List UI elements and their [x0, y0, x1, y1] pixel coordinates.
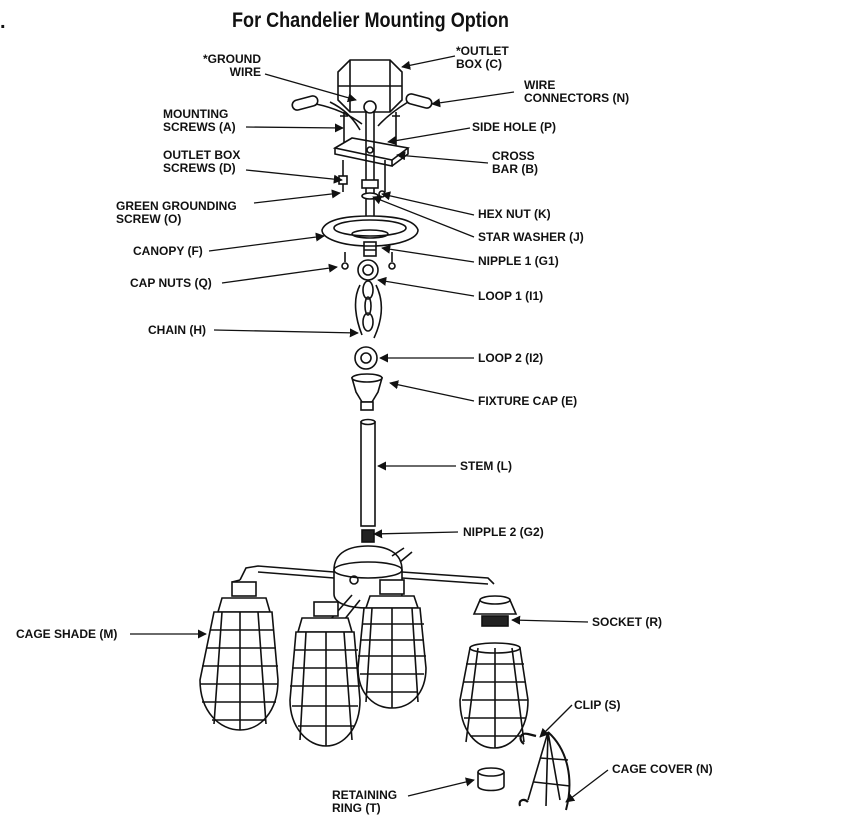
label-cage-cover: CAGE COVER (N)	[612, 762, 713, 776]
hex-nut-part	[361, 112, 379, 220]
bullet-mark: .	[0, 11, 6, 33]
wire-connectors-part	[291, 93, 433, 131]
outlet-box-part	[337, 59, 403, 114]
cap-nuts-part	[341, 252, 396, 270]
label-side-hole: SIDE HOLE (P)	[472, 120, 557, 134]
label-loop-2: LOOP 2 (I2)	[478, 351, 544, 365]
label-nipple-2: NIPPLE 2 (G2)	[463, 525, 544, 539]
retaining-ring-part	[477, 767, 505, 792]
label-socket: SOCKET (R)	[592, 615, 662, 629]
cage-shade-1	[199, 581, 279, 731]
label-clip: CLIP (S)	[574, 698, 621, 712]
label-outlet-box: *OUTLET BOX (C)	[456, 44, 509, 71]
label-cross-bar: CROSS BAR (B)	[492, 149, 538, 176]
nipple-1-part	[363, 241, 377, 257]
loop-2-part	[354, 346, 378, 370]
label-hex-nut: HEX NUT (K)	[478, 207, 551, 221]
label-loop-1: LOOP 1 (I1)	[478, 289, 544, 303]
cage-shade-2	[289, 601, 361, 747]
label-fixture-cap: FIXTURE CAP (E)	[478, 394, 578, 408]
stem-part	[360, 418, 376, 527]
label-wire-connectors: WIRE CONNECTORS (N)	[524, 78, 630, 105]
label-stem: STEM (L)	[460, 459, 512, 473]
cage-shade-3	[357, 579, 427, 709]
label-cap-nuts: CAP NUTS (Q)	[130, 276, 212, 290]
label-canopy: CANOPY (F)	[133, 244, 203, 258]
label-nipple-1: NIPPLE 1 (G1)	[478, 254, 559, 268]
label-retaining-ring: RETAINING RING (T)	[332, 788, 398, 815]
cross-bar-part	[332, 137, 410, 167]
socket-and-cage-4	[459, 595, 529, 749]
label-mounting-screws: MOUNTING SCREWS (A)	[163, 107, 236, 134]
nipple-2-part	[361, 529, 375, 543]
leader-arrows	[130, 55, 609, 803]
label-ground-wire: *GROUND WIRE	[203, 52, 262, 79]
diagram-title: For Chandelier Mounting Option	[232, 9, 509, 32]
cage-cover-part	[518, 731, 571, 811]
label-green-grounding-screw: GREEN GROUNDING SCREW (O)	[116, 199, 237, 226]
label-cage-shade: CAGE SHADE (M)	[16, 627, 118, 641]
chain-part	[354, 280, 383, 339]
canopy-part	[321, 215, 419, 247]
label-outlet-box-screws: OUTLET BOX SCREWS (D)	[163, 148, 241, 175]
label-chain: CHAIN (H)	[148, 323, 206, 337]
clip-part	[519, 732, 537, 745]
fixture-cap-part	[350, 373, 384, 411]
label-star-washer: STAR WASHER (J)	[478, 230, 584, 244]
outlet-box-screws-part	[338, 160, 386, 198]
loop-1-part	[357, 259, 379, 281]
